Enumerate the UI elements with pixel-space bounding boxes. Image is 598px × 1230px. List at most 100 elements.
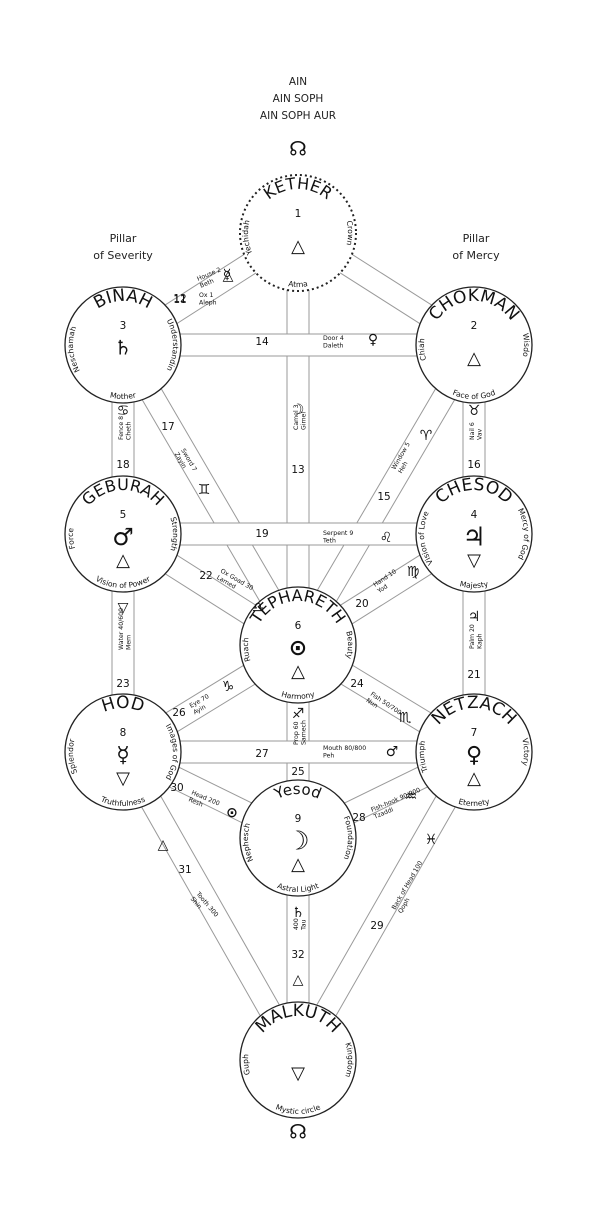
dragon-head-glyph-bottom: ☊ [289,1120,307,1144]
path-annotation-13: 13 Camel 3Gimel☽ [291,402,307,476]
sephirah-bottom-label-chesod-path: Majesty [459,579,490,590]
path-label-line1: Fence 8 [118,416,125,440]
sephirah-bottom-label-netzach-path: Eternety [457,797,491,808]
path-number-18: 18 [116,459,129,471]
title-ain-soph-aur: AIN SOPH AUR [260,110,336,122]
path-label-line1: Mouth 80/800 [323,745,366,752]
sephirah-number-yesod: 9 [295,813,302,825]
path-label-line2: Tau [301,919,308,931]
sephirah-number-binah: 3 [120,320,127,332]
sephirah-left-label-tiphareth-path: Ruach [241,637,252,663]
path-label-line1: Palm 20 [469,624,476,649]
path-symbol-24: ♏ [399,710,412,726]
path-number-12: 12 [173,293,186,305]
path-symbol-29: ♓ [425,832,438,848]
path-label-line2: Daleth [323,343,344,350]
path-label-line1: Nail 6 [469,422,476,440]
path-number-20: 20 [355,598,368,610]
path-number-22: 22 [199,570,212,582]
path-label-13: Camel 3Gimel [293,404,308,430]
sephirah-right-label-geburah-path: Strength [168,516,180,553]
sephirah-bottom-label-binah-path: Mother [109,390,137,401]
element-symbol-tiphareth: △ [291,661,305,682]
sephirah-circle-geburah [64,475,182,593]
path-symbol-16: ♉ [468,403,481,419]
dragon-head-glyph-top: ☊ [289,137,307,161]
sephirah-bottom-label-hod-path: Truthfulness [99,794,147,808]
path-number-29: 29 [370,920,383,932]
element-symbol-kether: △ [291,236,305,257]
path-number-28: 28 [352,812,365,824]
sephirah-circle-chokman [415,286,533,404]
sephirah-left-label-chokman-path: Chiah [417,338,428,362]
path-symbol-13: ☽ [292,402,305,418]
sephirah-bottom-label-kether-path: Atma [288,279,309,289]
path-symbol-17: ♊ [198,482,211,498]
path-label-line2: Cheth [126,422,133,440]
sephirah-right-label-tiphareth: Beauty [344,630,355,660]
element-symbol-chesod: ▽ [467,550,481,571]
path-symbol-26: ♑ [222,679,235,695]
planet-symbol-tiphareth: ⊙ [289,636,307,661]
path-label-line1: Ox 1 [199,292,213,299]
path-symbol-21: ♃ [468,609,481,625]
path-number-31: 31 [178,864,191,876]
path-symbol-15: ♈ [420,428,433,444]
sephirah-left-label-chokman: Chiah [417,338,428,362]
element-symbol-netzach: △ [467,768,481,789]
sephirah-bottom-label-chokman: Face of God [451,388,496,401]
path-symbol-20: ♍ [407,564,420,580]
path-number-17: 17 [161,421,174,433]
sephirah-right-label-geburah: Strength [168,516,180,553]
pillar-mercy-line1: Pillar [463,232,490,245]
sephirah-name-hod: HOD [99,693,146,717]
sephirah-left-label-tiphareth: Ruach [241,637,252,663]
sephirah-name-yesod: Yesod [271,780,324,803]
path-label-line1: Water 40/600 [118,608,125,650]
sephirah-left-label-geburah: Force [66,527,77,550]
planet-symbol-geburah: ♂ [112,523,134,551]
sephirah-circle-chesod [415,475,533,593]
sephirah-bottom-label-chesod: Majesty [459,579,490,590]
path-number-25: 25 [291,766,304,778]
element-symbol-malkuth: ▽ [291,1063,305,1084]
path-label-line1: Camel 3 [293,404,300,430]
path-symbol-19: ♌ [380,530,393,546]
sephirah-circle-binah [64,286,182,404]
path-label-line1: 400 [293,918,300,930]
sephirah-bottom-label-yesod: Astral Light [276,881,320,894]
path-label-line2: Kaph [477,633,484,649]
pillar-mercy-line2: of Mercy [452,249,500,262]
sephirah-right-label-chokman: Wisdo [521,333,531,358]
path-number-14: 14 [255,336,269,348]
sephirah-right-label-tiphareth-path: Beauty [344,630,355,660]
path-symbol-extra: △ [293,972,304,988]
sephirah-right-label-chokman-path: Wisdo [521,333,531,358]
path-number-13: 13 [291,464,304,476]
sephirah-bottom-label-yesod-path: Astral Light [276,881,320,894]
sephirah-bottom-label-netzach: Eternety [457,797,491,808]
path-symbol-18: ♋ [117,403,130,419]
sephirah-circle-tiphareth [239,586,357,704]
sephirah-bottom-label-tiphareth-path: Harmony [280,689,316,701]
sephirah-right-label-yesod: Foundation [342,815,355,862]
path-symbol-25: ♐ [292,706,305,722]
planet-symbol-yesod: ☽ [286,827,309,857]
sephirah-bottom-label-chokman-path: Face of God [451,388,496,401]
